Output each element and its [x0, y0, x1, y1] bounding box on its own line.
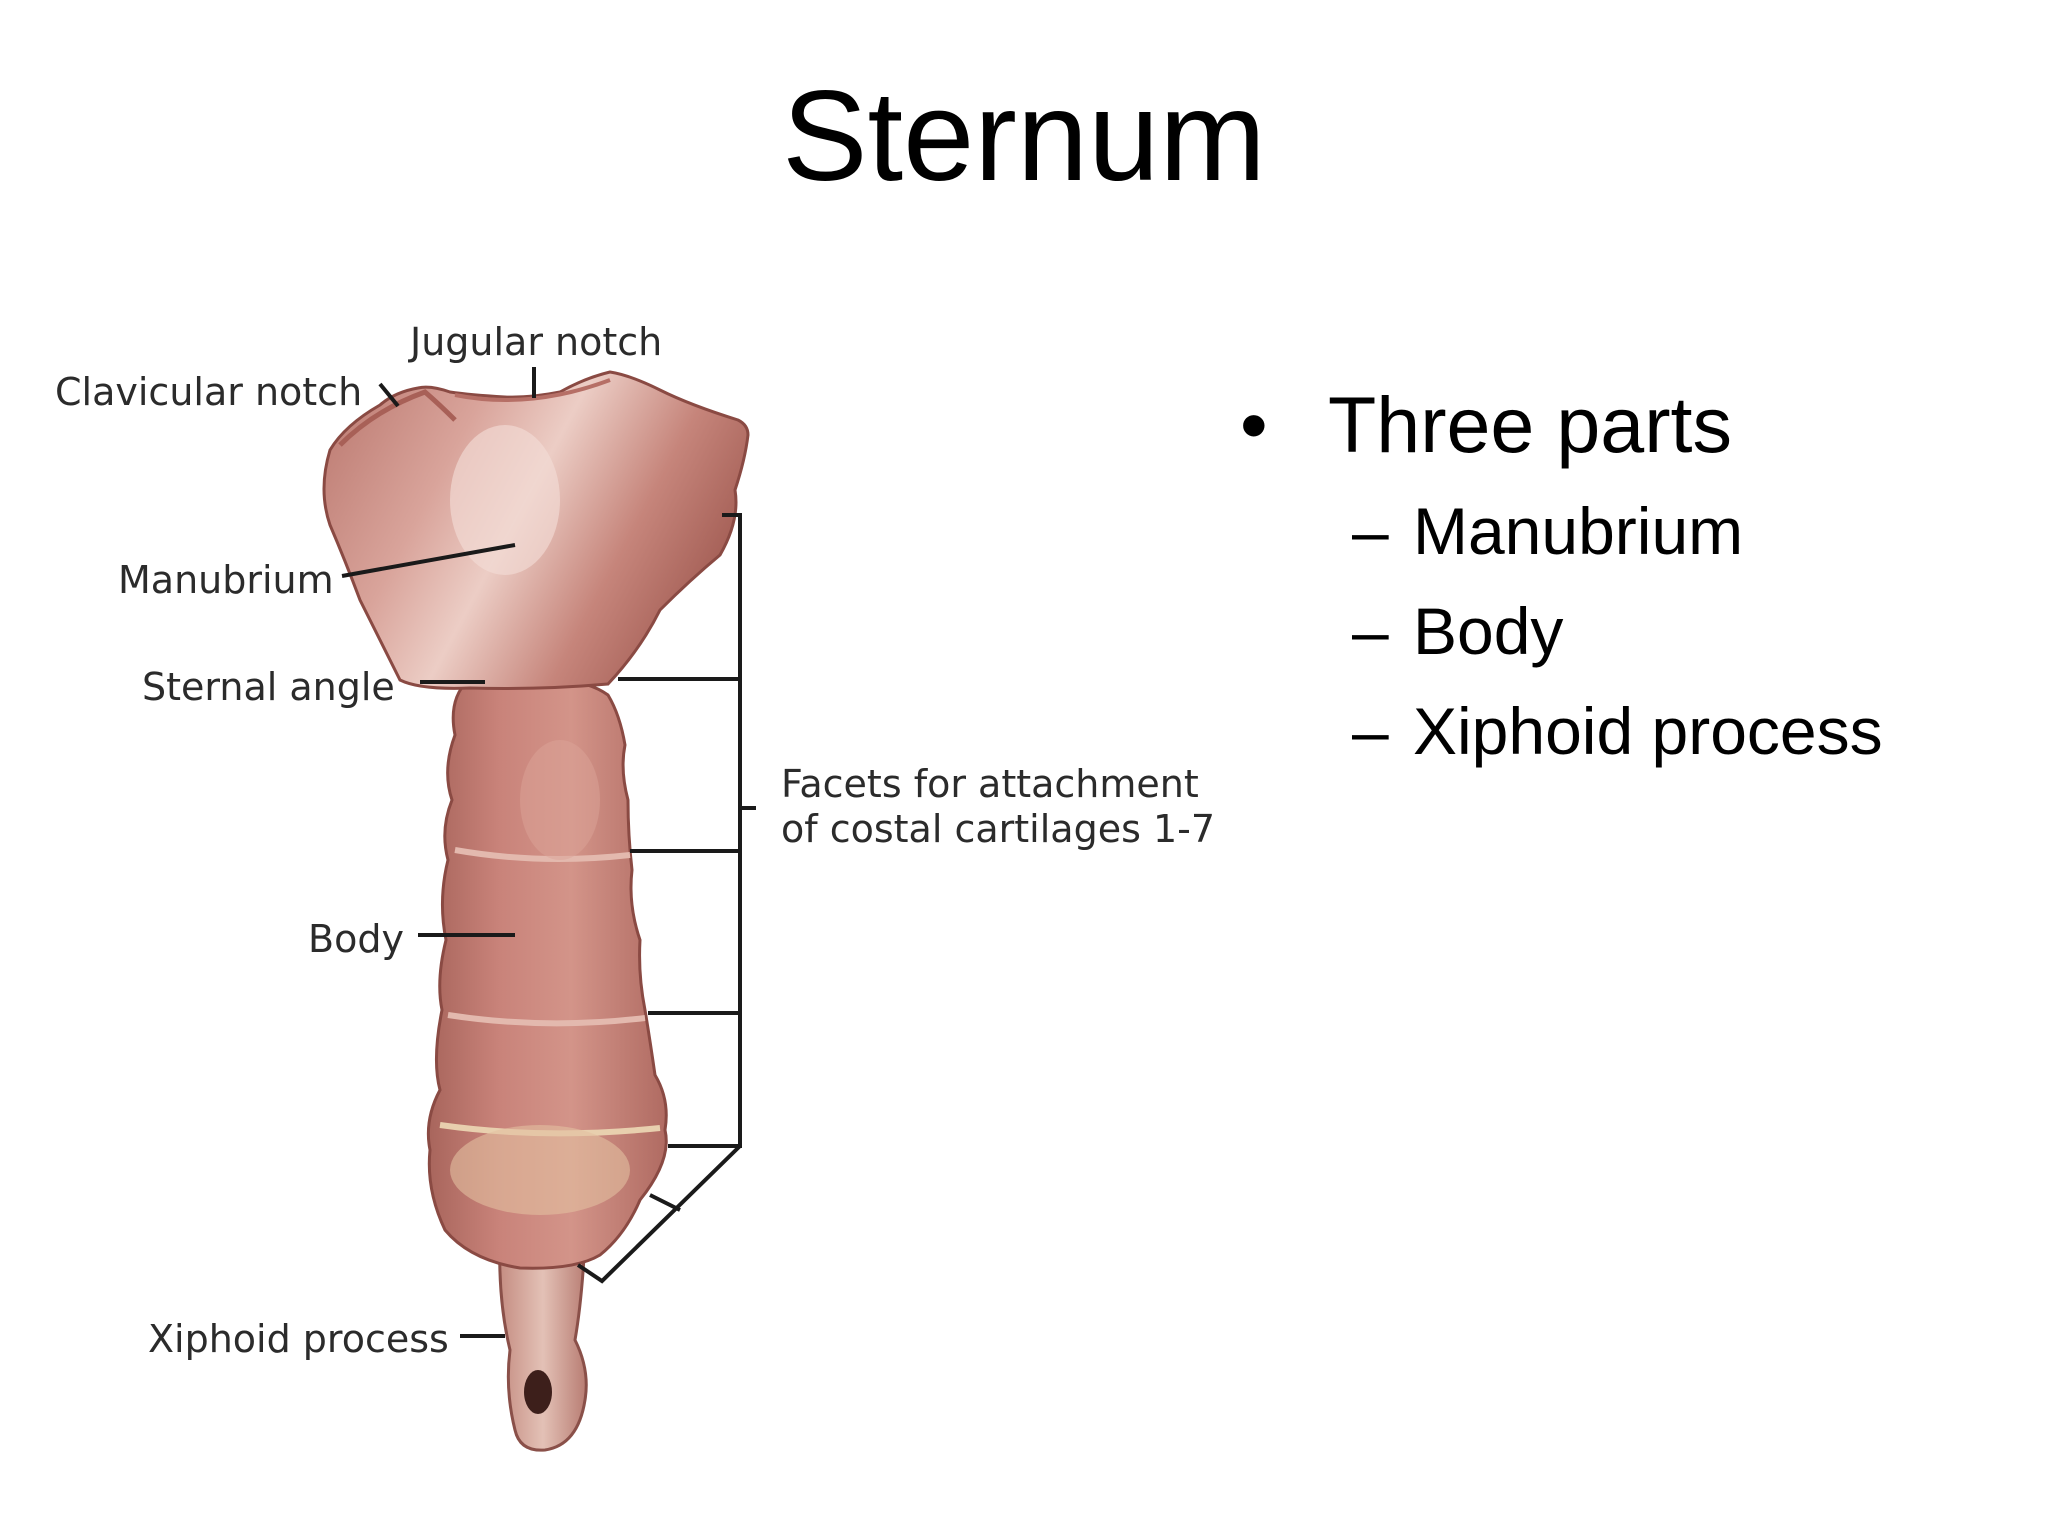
sub-bullet-list: – Manubrium – Body – Xiphoid process — [1240, 481, 1883, 781]
body-pale-patch — [450, 1125, 630, 1215]
bullet-three-parts: • Three parts — [1240, 375, 1883, 475]
label-manubrium: Manubrium — [118, 558, 334, 602]
body-highlight — [520, 740, 600, 860]
xiphoid-foramen — [524, 1370, 552, 1414]
sub-bullet-dash: – — [1352, 581, 1389, 681]
facet-line — [650, 1195, 680, 1210]
sub-bullet-xiphoid: – Xiphoid process — [1240, 681, 1883, 781]
label-facets-line2: of costal cartilages 1-7 — [781, 807, 1215, 851]
label-jugular-notch: Jugular notch — [408, 320, 662, 364]
sub-bullet-body: – Body — [1240, 581, 1883, 681]
sub-bullet-text: Xiphoid process — [1413, 694, 1883, 768]
xiphoid-shape — [500, 1240, 587, 1450]
bullet-list: • Three parts – Manubrium – Body – Xipho… — [1240, 375, 1883, 781]
label-body: Body — [308, 917, 404, 961]
sub-bullet-dash: – — [1352, 681, 1389, 781]
sub-bullet-text: Body — [1413, 594, 1563, 668]
sternum-illustration: Jugular notch Clavicular notch Manubrium… — [0, 0, 1260, 1536]
sub-bullet-manubrium: – Manubrium — [1240, 481, 1883, 581]
sub-bullet-text: Manubrium — [1413, 494, 1743, 568]
sub-bullet-dash: – — [1352, 481, 1389, 581]
bullet-text: Three parts — [1328, 380, 1732, 469]
sternum-drawing: Jugular notch Clavicular notch Manubrium… — [0, 0, 1260, 1536]
label-xiphoid-process: Xiphoid process — [148, 1317, 449, 1361]
facets-bracket-vertical — [668, 515, 740, 1146]
label-sternal-angle: Sternal angle — [142, 665, 395, 709]
label-clavicular-notch: Clavicular notch — [55, 370, 362, 414]
bullet-dot: • — [1240, 375, 1268, 475]
label-facets-line1: Facets for attachment — [781, 762, 1199, 806]
